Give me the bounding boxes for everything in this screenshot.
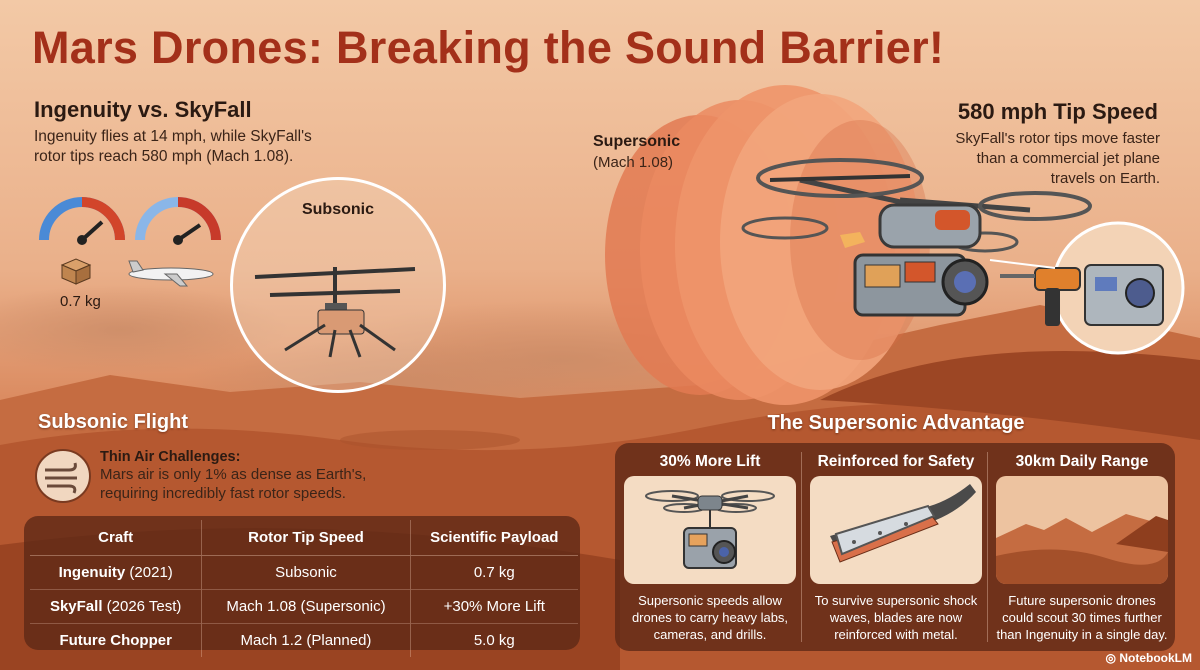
table-cell-speed: Mach 1.08 (Supersonic) (201, 589, 411, 624)
subsonic-flight-heading: Subsonic Flight (38, 411, 188, 433)
table-header-payload: Scientific Payload (409, 520, 578, 556)
wind-icon (35, 449, 91, 503)
supersonic-gauge-icon (135, 197, 221, 245)
table-cell-craft: Ingenuity (2021) (30, 555, 202, 590)
intro-heading: Ingenuity vs. SkyFall (34, 97, 252, 122)
intro-text: Ingenuity flies at 14 mph, while SkyFall… (34, 128, 312, 165)
subsonic-circle (230, 177, 446, 393)
card-safety-title: Reinforced for Safety (817, 453, 975, 470)
table-cell-payload: +30% More Lift (409, 589, 578, 624)
advantage-heading: The Supersonic Advantage (767, 412, 1025, 434)
card-safety-text: To survive supersonic shock waves, blade… (814, 593, 978, 642)
table-cell-speed: Mach 1.2 (Planned) (201, 623, 411, 657)
table-cell-craft: SkyFall (2026 Test) (30, 589, 202, 624)
card-lift-text: Supersonic speeds allow drones to carry … (631, 593, 789, 642)
divider (801, 452, 802, 642)
card-lift-image (624, 476, 796, 584)
table-cell-speed: Subsonic (201, 555, 411, 590)
divider (987, 452, 988, 642)
card-range-title: 30km Daily Range (1015, 453, 1149, 470)
payload-label: 0.7 kg (60, 293, 101, 310)
speed-gauges (39, 197, 221, 245)
tip-speed-heading: 580 mph Tip Speed (957, 99, 1158, 124)
card-lift-title: 30% More Lift (659, 453, 761, 470)
camera-drone-icon (645, 490, 775, 569)
page-title: Mars Drones: Breaking the Sound Barrier! (32, 22, 945, 73)
thin-air-title: Thin Air Challenges: (100, 449, 241, 465)
supersonic-label: Supersonic (593, 133, 681, 150)
table-row: Ingenuity (2021) Subsonic 0.7 kg (30, 555, 578, 590)
metal-blade-icon (830, 484, 976, 563)
table-header-craft: Craft (30, 520, 202, 556)
drill-and-lab-icon (989, 221, 1185, 355)
card-safety-image (810, 476, 982, 584)
jet-plane-icon (128, 260, 214, 287)
ingenuity-helicopter-icon (254, 267, 416, 358)
brand-logo-icon: ◎ (1105, 651, 1120, 665)
brand-label: NotebookLM (1119, 651, 1192, 665)
brand-watermark: ◎ NotebookLM (1106, 651, 1192, 665)
payload-box-icon (60, 258, 92, 285)
supersonic-mach-label: (Mach 1.08) (593, 154, 674, 171)
table-row: Future Chopper Mach 1.2 (Planned) 5.0 kg (30, 623, 578, 657)
subsonic-gauge-icon (39, 197, 125, 245)
card-range-image (996, 476, 1168, 584)
tip-speed-text: SkyFall's rotor tips move faster than a … (955, 130, 1160, 187)
table-cell-payload: 5.0 kg (409, 623, 578, 657)
table-row: SkyFall (2026 Test) Mach 1.08 (Supersoni… (30, 589, 578, 624)
subsonic-label: Subsonic (301, 201, 374, 218)
comparison-table: Craft Rotor Tip Speed Scientific Payload… (30, 520, 578, 657)
table-header-speed: Rotor Tip Speed (201, 520, 411, 556)
thin-air-text: Mars air is only 1% as dense as Earth's,… (100, 466, 367, 502)
skyfall-drone-icon (741, 158, 1092, 317)
card-range-text: Future supersonic drones could scout 30 … (996, 593, 1168, 642)
table-cell-payload: 0.7 kg (409, 555, 578, 590)
table-cell-craft: Future Chopper (30, 623, 202, 657)
mars-landscape-icon (996, 514, 1168, 584)
